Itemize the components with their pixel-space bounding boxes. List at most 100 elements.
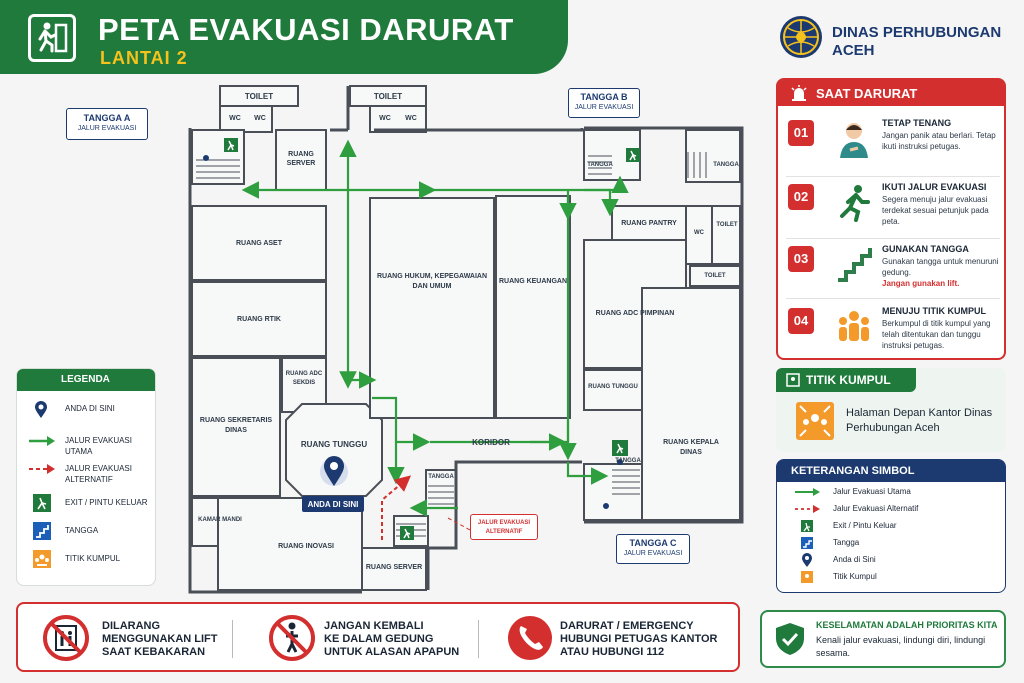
warning-emergency-call: DARURAT / EMERGENCY HUBUNGI PETUGAS KANT… bbox=[560, 620, 717, 659]
shield-check-icon bbox=[776, 623, 804, 655]
emergency-step: 04 MENUJU TITIK KUMPUL Berkumpul di titi… bbox=[786, 304, 1000, 364]
step-number: 02 bbox=[788, 184, 814, 210]
assembly-point-icon bbox=[801, 571, 813, 583]
floor-plan-map bbox=[188, 85, 744, 594]
assembly-point-icon bbox=[786, 373, 800, 387]
safety-banner: KESELAMATAN ADALAH PRIORITAS KITA Kenali… bbox=[760, 610, 1006, 668]
room-sekretaris bbox=[191, 357, 281, 497]
legend-header bbox=[17, 369, 155, 391]
step-description: Gunakan tangga untuk menuruni gedung. Jan… bbox=[882, 256, 1002, 289]
room-wc-1 bbox=[219, 105, 273, 133]
emergency-steps-panel: SAAT DARURAT 01 TETAP TENANG Jangan pani… bbox=[776, 78, 1006, 360]
group-icon bbox=[839, 311, 869, 341]
stairs-icon bbox=[801, 537, 813, 549]
divider bbox=[786, 238, 1000, 239]
location-dot-icon bbox=[203, 155, 623, 509]
stairs-a-tag: TANGGA A JALUR EVAKUASI bbox=[66, 108, 148, 140]
room-kepala bbox=[641, 287, 741, 521]
divider bbox=[232, 620, 233, 658]
warnings-bar: DILARANG MENGGUNAKAN LIFT SAAT KEBAKARAN… bbox=[16, 602, 740, 672]
warning-line: DARURAT / EMERGENCY bbox=[560, 620, 694, 632]
warning-line: ATAU HUBUNGI 112 bbox=[560, 646, 665, 658]
emergency-header bbox=[778, 80, 1004, 106]
symbol-item: Jalur Evakuasi Utama bbox=[793, 484, 993, 500]
room-wc-3 bbox=[685, 205, 713, 265]
page-title: PETA EVAKUASI DARURAT bbox=[98, 12, 514, 47]
symbol-item: Exit / Pintu Keluar bbox=[793, 518, 993, 534]
warning-line: KE DALAM GEDUNG bbox=[324, 633, 434, 645]
symbol-item: Tangga bbox=[793, 535, 993, 551]
step-number: 04 bbox=[788, 308, 814, 334]
room-keuangan bbox=[495, 195, 571, 419]
room-toilet-2 bbox=[349, 85, 427, 107]
stairs-a-name: TANGGA A bbox=[83, 113, 131, 123]
safety-text: Kenali jalur evakuasi, lindungi diri, li… bbox=[816, 635, 986, 658]
running-person-icon bbox=[840, 185, 870, 222]
stairs-icon bbox=[838, 248, 872, 282]
assembly-point-icon bbox=[796, 402, 834, 440]
main-route-arrow-icon bbox=[795, 488, 820, 496]
legend-label: TITIK KUMPUL bbox=[65, 554, 121, 563]
legend-title: LEGENDA bbox=[61, 374, 110, 385]
legend-panel: LEGENDA ANDA DI SINI JALUR EVAKUASI UTAM… bbox=[16, 368, 156, 586]
alt-route-arrow-icon bbox=[795, 505, 820, 513]
symbol-item: Titik Kumpul bbox=[793, 569, 993, 585]
safety-title: KESELAMATAN ADALAH PRIORITAS KITA bbox=[816, 620, 998, 630]
divider bbox=[786, 298, 1000, 299]
assembly-point-icon bbox=[33, 550, 51, 568]
assembly-point-panel: TITIK KUMPUL Halaman Depan Kantor Dinas … bbox=[776, 368, 1006, 452]
room-pantry bbox=[611, 205, 687, 241]
room-hukum bbox=[369, 197, 495, 419]
step-warning: Jangan gunakan lift. bbox=[882, 279, 960, 288]
step-title: MENUJU TITIK KUMPUL bbox=[882, 306, 986, 316]
room-toilet-5 bbox=[689, 265, 741, 287]
room-toilet-1 bbox=[219, 85, 299, 107]
legend-label: JALUR EVAKUASI ALTERNATIF bbox=[65, 464, 132, 484]
symbol-label: Anda di Sini bbox=[833, 555, 876, 564]
room-rtik bbox=[191, 281, 327, 357]
symbol-label: Jalur Evakuasi Utama bbox=[833, 487, 911, 496]
you-are-here-icon bbox=[802, 553, 812, 567]
no-entry-person-icon bbox=[269, 615, 315, 661]
room-wc-2 bbox=[369, 105, 427, 133]
warning-no-return: JANGAN KEMBALI KE DALAM GEDUNG UNTUK ALA… bbox=[324, 620, 459, 659]
room-inovasi bbox=[217, 497, 363, 591]
step-description: Segera menuju jalur evakuasi terdekat se… bbox=[882, 195, 989, 226]
symbols-title: KETERANGAN SIMBOL bbox=[791, 465, 915, 477]
exit-sign-icon bbox=[28, 14, 76, 62]
symbols-header bbox=[777, 460, 1005, 482]
warning-line: MENGGUNAKAN LIFT bbox=[102, 633, 218, 645]
room-tangga-center bbox=[425, 469, 457, 509]
no-lift-icon bbox=[43, 615, 89, 661]
step-number: 03 bbox=[788, 246, 814, 272]
stairs-a-sub: JALUR EVAKUASI bbox=[77, 125, 137, 132]
warning-line: HUBUNGI PETUGAS KANTOR bbox=[560, 633, 718, 645]
assembly-location: Halaman Depan Kantor Dinas Perhubungan A… bbox=[846, 407, 993, 434]
symbol-label: Titik Kumpul bbox=[833, 572, 877, 581]
symbol-item: Jalur Evakuasi Alternatif bbox=[793, 501, 993, 517]
room-toilet-4 bbox=[711, 205, 741, 265]
alarm-icon bbox=[791, 85, 807, 101]
symbol-label: Tangga bbox=[833, 538, 860, 547]
step-description-text: Gunakan tangga untuk menuruni gedung. bbox=[882, 257, 999, 277]
warning-line: SAAT KEBAKARAN bbox=[102, 646, 206, 658]
symbol-label: Exit / Pintu Keluar bbox=[833, 521, 897, 530]
symbol-item: Anda di Sini bbox=[793, 552, 993, 568]
divider bbox=[478, 620, 479, 658]
divider bbox=[786, 176, 1000, 177]
org-name: DINAS PERHUBUNGAN ACEH bbox=[832, 24, 1002, 59]
stairs-c bbox=[583, 463, 643, 521]
calm-person-icon bbox=[840, 123, 868, 158]
emergency-title: SAAT DARURAT bbox=[816, 86, 918, 101]
legend-label: EXIT / PINTU KELUAR bbox=[65, 498, 148, 507]
legend-label: ANDA DI SINI bbox=[65, 404, 115, 413]
symbol-label: Jalur Evakuasi Alternatif bbox=[833, 504, 919, 513]
main-route-arrow-icon bbox=[29, 436, 55, 446]
room-server-2 bbox=[361, 547, 427, 591]
step-title: TETAP TENANG bbox=[882, 118, 952, 128]
emergency-step: 03 GUNAKAN TANGGA Gunakan tangga untuk m… bbox=[786, 242, 1000, 302]
legend-label: TANGGA bbox=[65, 526, 99, 535]
alt-route-arrow-icon bbox=[29, 464, 55, 474]
symbols-panel: KETERANGAN SIMBOL Jalur Evakuasi Utama J… bbox=[776, 459, 1006, 593]
stairs-icon bbox=[33, 522, 51, 540]
